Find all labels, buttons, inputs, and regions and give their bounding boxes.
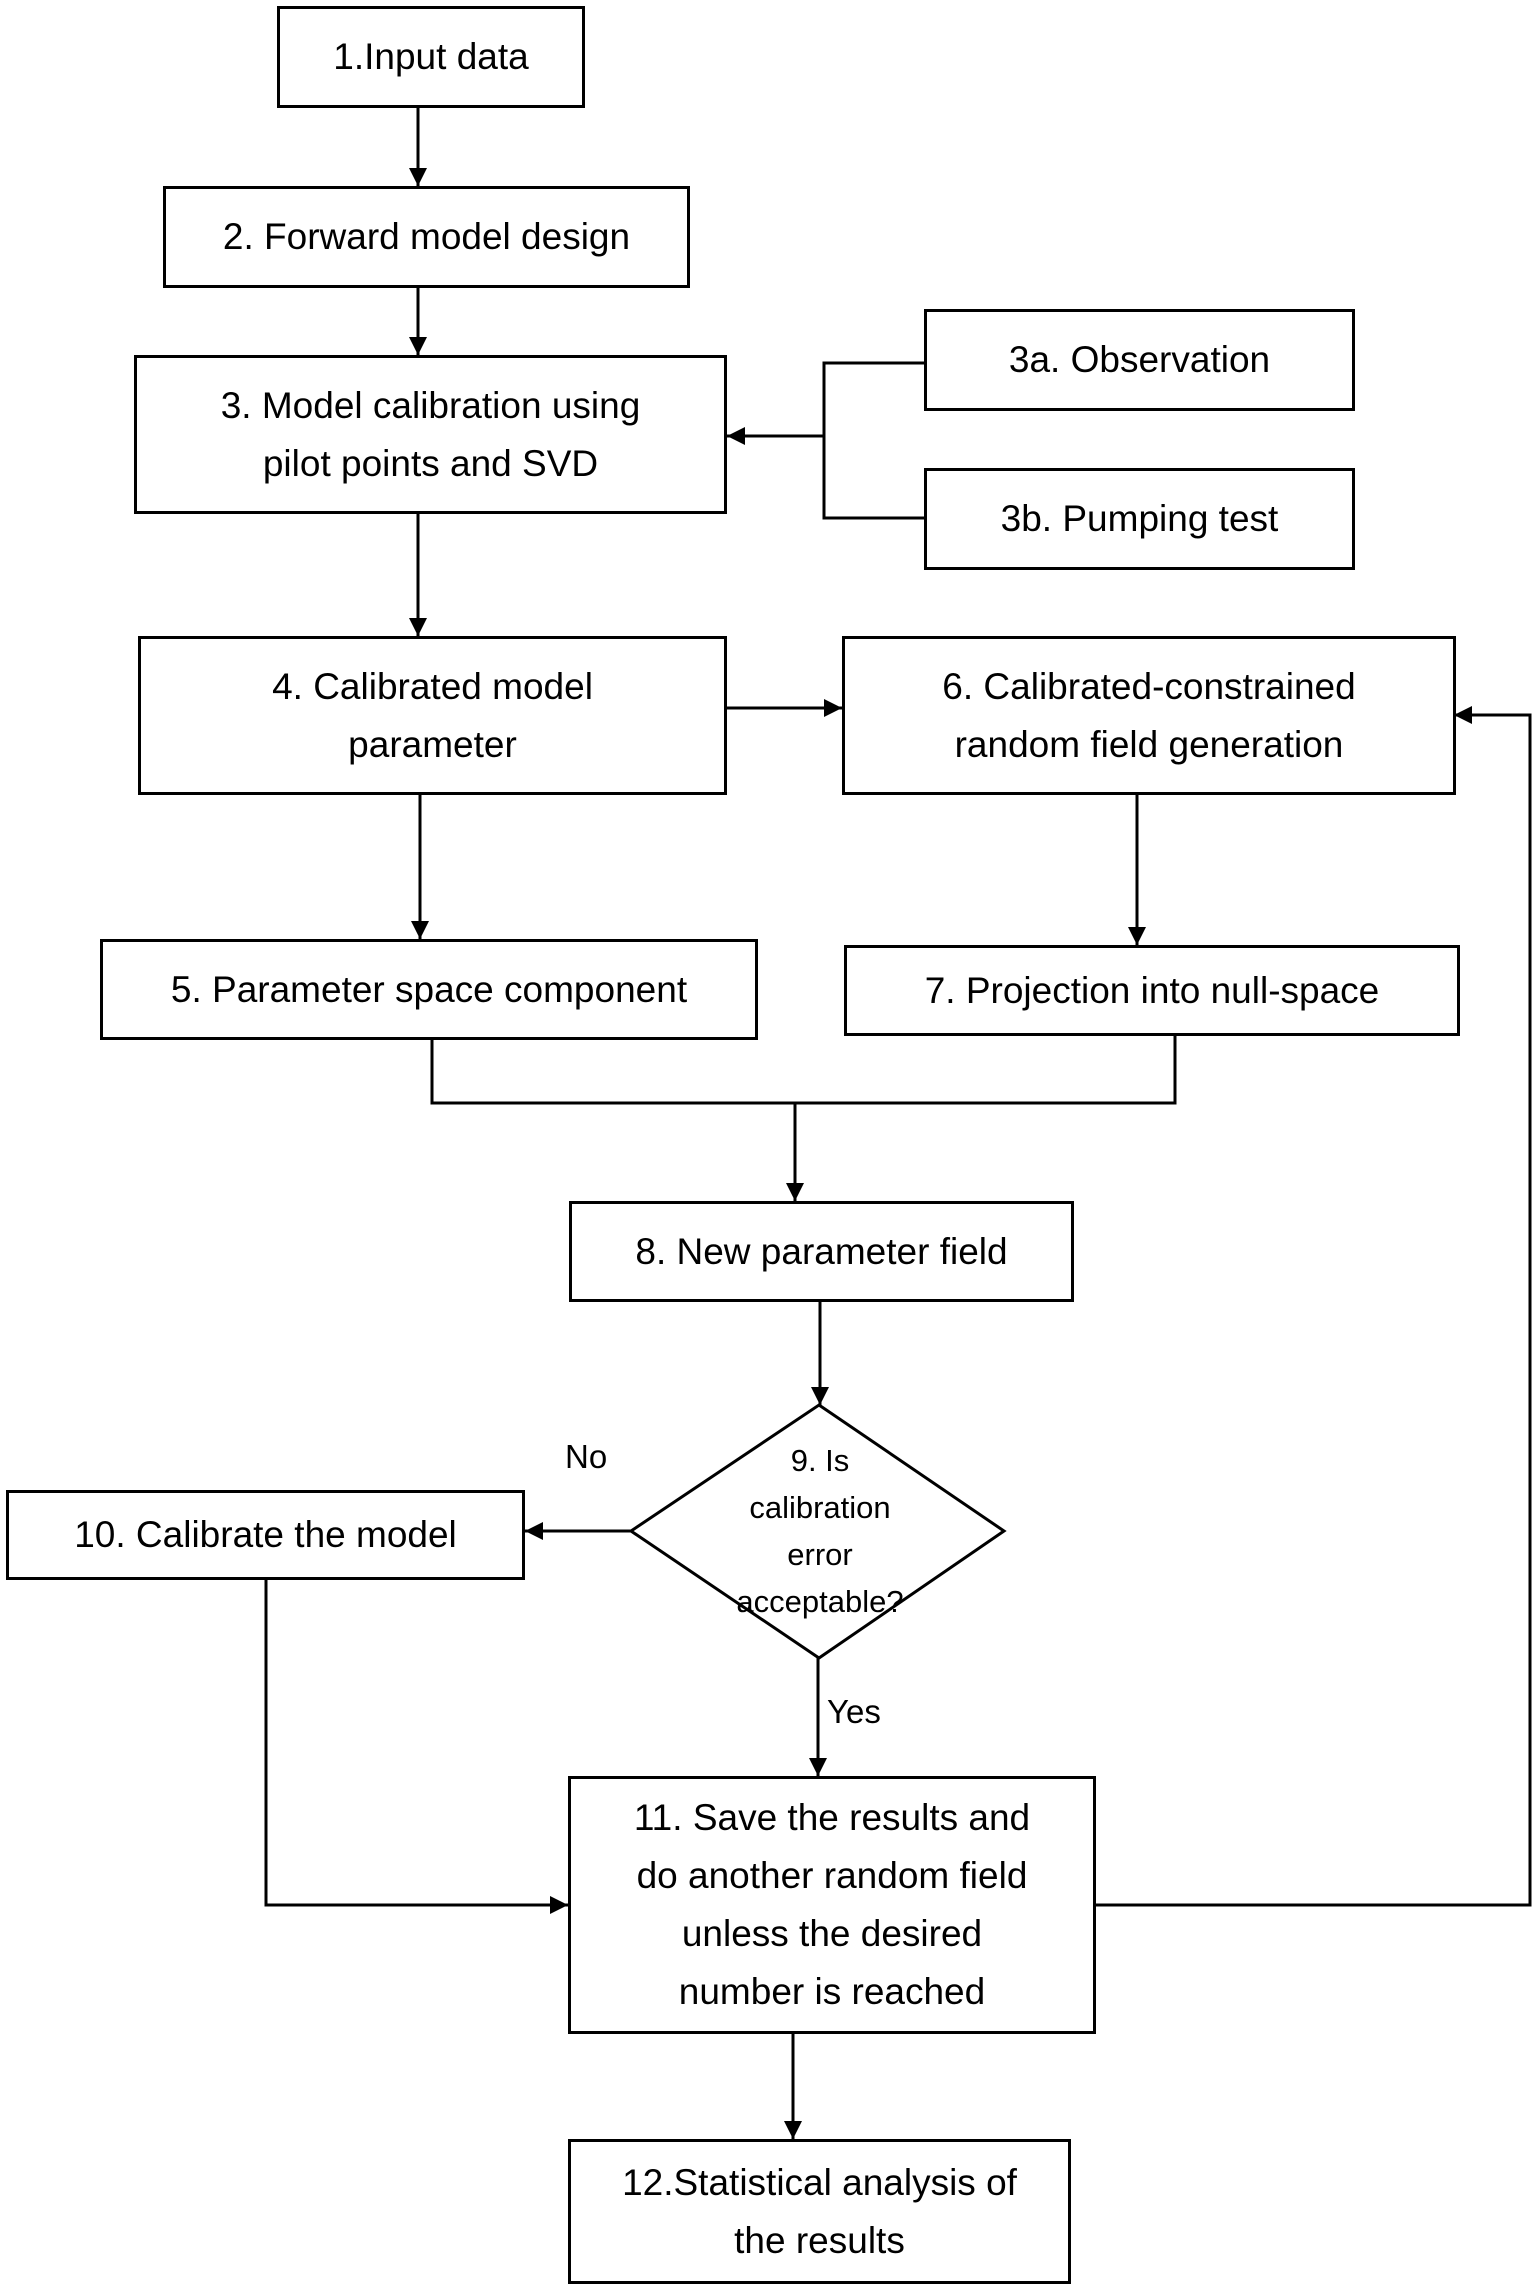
node-pumping-test-label: 3b. Pumping test bbox=[1000, 498, 1279, 539]
node-input-data: 1.Input data bbox=[277, 6, 585, 108]
node-statistical-analysis: 12.Statistical analysis of the results bbox=[568, 2139, 1071, 2284]
node-new-parameter-field-label: 8. New parameter field bbox=[635, 1230, 1008, 1272]
node-projection-null-space: 7. Projection into null-space bbox=[844, 945, 1460, 1036]
node-save-results-label: 11. Save the results and do another rand… bbox=[633, 1797, 1031, 2012]
node-random-field-generation: 6. Calibrated-constrained random field g… bbox=[842, 636, 1456, 795]
node-pumping-test: 3b. Pumping test bbox=[924, 468, 1355, 570]
arrow-11-loop-to-6 bbox=[1096, 706, 1532, 1907]
node-parameter-space-component-label: 5. Parameter space component bbox=[170, 968, 688, 1010]
node-random-field-generation-label: 6. Calibrated-constrained random field g… bbox=[942, 665, 1356, 765]
edge-label-no: No bbox=[565, 1438, 608, 1475]
node-forward-model-design-label: 2. Forward model design bbox=[222, 216, 631, 257]
node-calibrate-the-model-label: 10. Calibrate the model bbox=[74, 1514, 457, 1555]
node-observation-label: 3a. Observation bbox=[1008, 339, 1271, 380]
node-statistical-analysis-label: 12.Statistical analysis of the results bbox=[622, 2161, 1017, 2261]
node-observation: 3a. Observation bbox=[924, 309, 1355, 411]
node-model-calibration: 3. Model calibration using pilot points … bbox=[134, 355, 727, 514]
connector-3a-3b bbox=[822, 361, 924, 520]
arrow-10-to-11 bbox=[264, 1580, 568, 1914]
node-save-results: 11. Save the results and do another rand… bbox=[568, 1776, 1096, 2034]
node-model-calibration-label: 3. Model calibration using pilot points … bbox=[220, 384, 641, 484]
edge-label-yes: Yes bbox=[827, 1693, 881, 1730]
node-calibrated-model-parameter-label: 4. Calibrated model parameter bbox=[272, 665, 593, 765]
node-new-parameter-field: 8. New parameter field bbox=[569, 1201, 1074, 1302]
connector-5-7-merge bbox=[430, 1036, 1177, 1105]
node-input-data-label: 1.Input data bbox=[333, 36, 529, 77]
node-parameter-space-component: 5. Parameter space component bbox=[100, 939, 758, 1040]
node-projection-null-space-label: 7. Projection into null-space bbox=[924, 969, 1380, 1011]
node-calibrate-the-model: 10. Calibrate the model bbox=[6, 1490, 525, 1580]
decision-calibration-error-label: 9. Is calibration error acceptable? bbox=[736, 1443, 904, 1619]
decision-diamond bbox=[628, 1403, 1007, 1660]
node-calibrated-model-parameter: 4. Calibrated model parameter bbox=[138, 636, 727, 795]
node-forward-model-design: 2. Forward model design bbox=[163, 186, 690, 288]
